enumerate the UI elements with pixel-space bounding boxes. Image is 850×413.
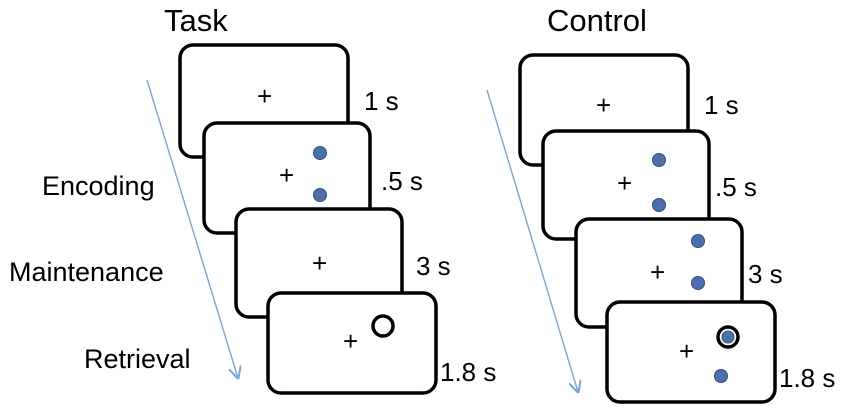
fixation-cross: + [312,248,327,278]
control-title: Control [547,3,647,38]
duration-label: 1 s [704,90,739,120]
stimulus-dot [313,146,327,160]
fixation-cross: + [343,326,358,356]
stimulus-dot [691,276,705,290]
task-frame-3: + 3 s [234,207,451,319]
task-frame-2: + .5 s [202,121,423,235]
stimulus-dot [652,153,666,167]
duration-label: .5 s [715,172,757,202]
task-title: Task [164,3,228,38]
duration-label: 1.8 s [779,363,835,393]
stimulus-dot [691,234,705,248]
fixation-cross: + [596,90,611,120]
control-time-arrow [486,89,578,392]
duration-label: 1.8 s [440,357,496,387]
phase-label-maintenance: Maintenance [9,257,164,287]
fixation-cross: + [257,81,272,111]
duration-label: 1 s [364,86,399,116]
stimulus-dot [721,330,735,344]
phase-label-retrieval: Retrieval [84,344,191,374]
stimulus-dot [652,198,666,212]
control-frame-4: + 1.8 s [605,300,835,404]
duration-label: 3 s [748,259,783,289]
phase-label-encoding: Encoding [42,171,155,201]
stimulus-dot [714,369,728,383]
fixation-cross: + [279,160,294,190]
fixation-cross: + [679,336,694,366]
task-frame-4: + 1.8 s [266,291,496,395]
stimulus-dot [313,188,327,202]
fixation-cross: + [617,168,632,198]
duration-label: .5 s [381,166,423,196]
duration-label: 3 s [416,251,451,281]
probe-ring [371,314,395,338]
task-time-arrow [146,79,238,378]
fixation-cross: + [650,257,665,287]
